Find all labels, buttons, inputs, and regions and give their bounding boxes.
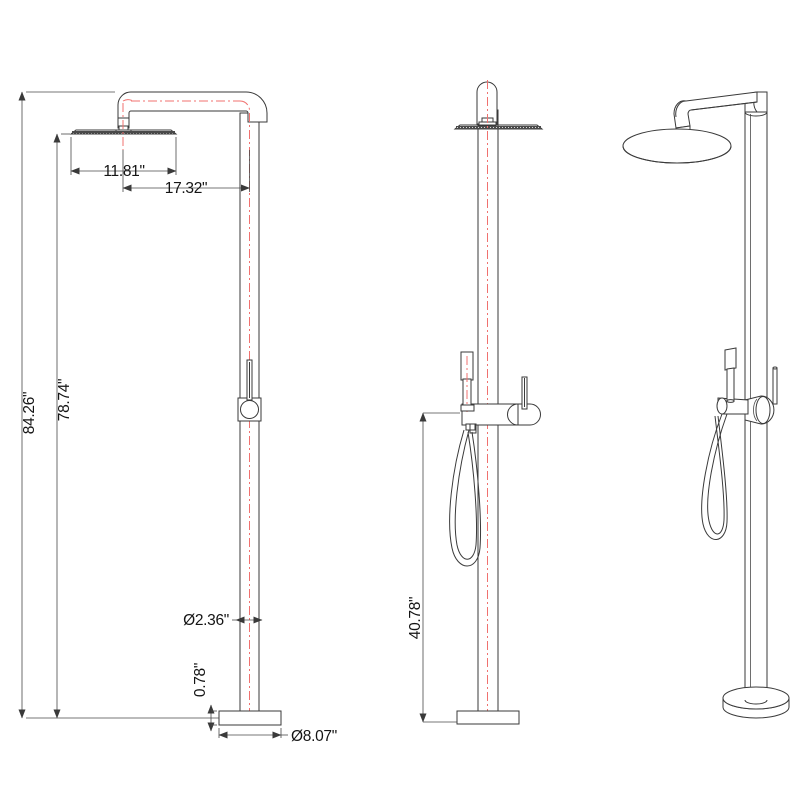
hand-shower-wand <box>461 352 474 412</box>
base-plate-iso <box>723 687 789 718</box>
view-isometric <box>623 92 789 718</box>
base-plate-front <box>457 711 519 724</box>
rain-shower-head-iso <box>623 129 731 163</box>
centerline-group <box>122 99 250 718</box>
view-front-elevation <box>419 80 542 724</box>
mixer-valve-front <box>462 377 541 433</box>
dimension-head-diameter <box>70 137 177 175</box>
hand-shower-wand-iso <box>725 348 736 402</box>
rain-shower-head-front <box>455 125 542 129</box>
dimension-base-thickness <box>207 704 217 732</box>
view-side-elevation <box>18 91 288 739</box>
hose <box>450 430 481 566</box>
dimension-head-height <box>53 133 70 719</box>
hose-iso <box>702 414 727 540</box>
mixer-valve <box>238 360 261 421</box>
dimension-overall-height <box>18 91 219 719</box>
base-plate <box>219 711 281 725</box>
dimension-base-diameter <box>218 728 288 739</box>
dimension-arm-reach <box>122 150 250 192</box>
dimension-valve-height <box>419 412 460 723</box>
mixer-valve-iso <box>717 367 777 424</box>
